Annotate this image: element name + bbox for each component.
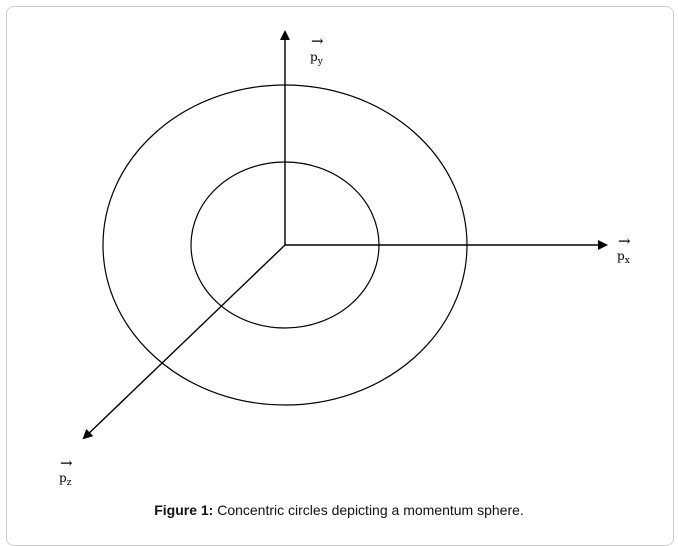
figure-caption-label: Figure 1: xyxy=(154,502,214,518)
figure-caption-text: Concentric circles depicting a momentum … xyxy=(213,502,524,518)
svg-text:pz: pz xyxy=(59,471,72,488)
svg-text:→: → xyxy=(60,454,73,472)
figure-frame xyxy=(6,6,674,546)
x-axis-label: → px xyxy=(617,232,631,266)
svg-text:py: py xyxy=(310,50,324,67)
figure-caption: Figure 1: Concentric circles depicting a… xyxy=(0,502,678,518)
momentum-sphere-diagram: → py → px → pz xyxy=(59,30,631,488)
z-axis-arrow xyxy=(82,244,286,440)
svg-text:px: px xyxy=(617,249,630,266)
y-axis-label: → py xyxy=(310,32,324,67)
z-axis-label: → pz xyxy=(59,454,73,488)
svg-text:→: → xyxy=(618,232,631,250)
svg-text:→: → xyxy=(311,32,324,50)
